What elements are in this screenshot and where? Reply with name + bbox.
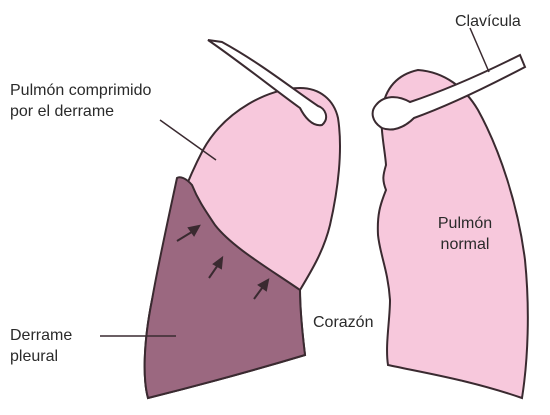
leader-line-clavicula	[470, 28, 489, 72]
label-compressed-lung-line2: por el derrame	[10, 101, 151, 122]
label-normal-lung-line2: normal	[424, 234, 506, 255]
label-normal-lung-line1: Pulmón	[424, 213, 506, 234]
label-pleural-effusion: Derrame pleural	[10, 325, 72, 367]
label-pleural-effusion-line1: Derrame	[10, 325, 72, 346]
label-clavicula: Clavícula	[455, 11, 521, 32]
label-normal-lung: Pulmón normal	[424, 213, 506, 255]
leader-line-compressed	[160, 120, 216, 160]
label-heart: Corazón	[313, 312, 373, 333]
label-pleural-effusion-line2: pleural	[10, 346, 72, 367]
label-compressed-lung-line1: Pulmón comprimido	[10, 80, 151, 101]
label-compressed-lung: Pulmón comprimido por el derrame	[10, 80, 151, 122]
